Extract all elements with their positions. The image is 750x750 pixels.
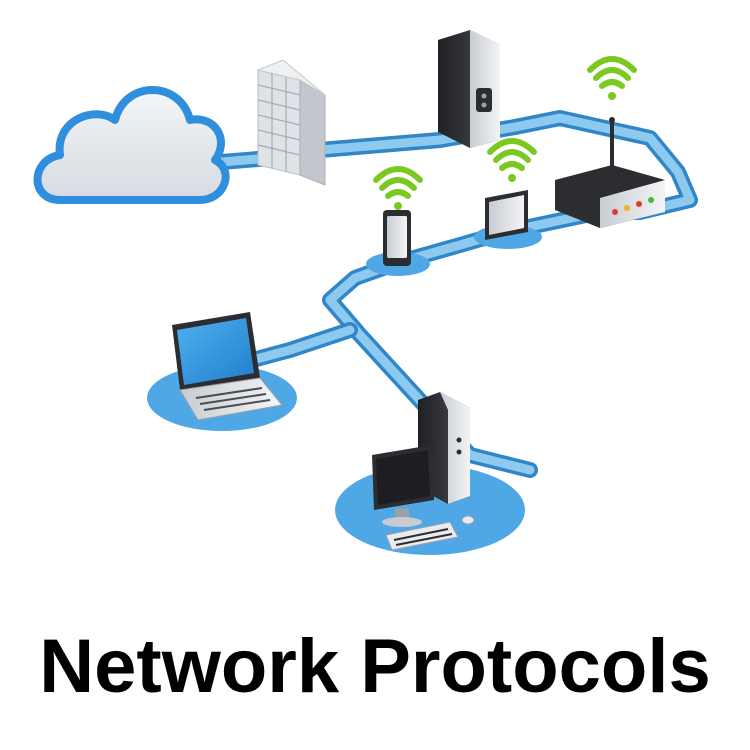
wifi-signal-icon	[376, 169, 420, 210]
network-diagram	[0, 0, 750, 610]
wifi-signal-icon	[590, 59, 634, 100]
laptop-icon	[147, 312, 297, 431]
desktop-computer-icon	[335, 392, 525, 555]
smartphone-icon	[366, 210, 430, 276]
cloud-icon	[38, 90, 226, 200]
firewall-icon	[258, 60, 325, 185]
page-title: Network Protocols	[0, 612, 750, 722]
server-icon	[438, 30, 500, 148]
wifi-signal-icon	[490, 141, 534, 182]
